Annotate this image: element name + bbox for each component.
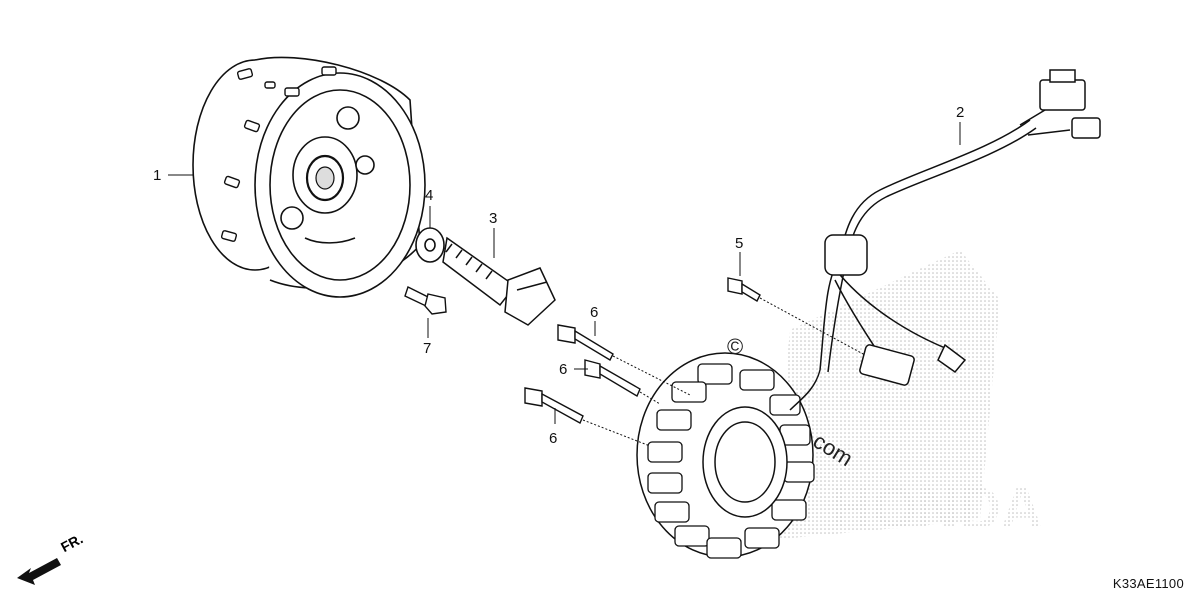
callout-6-upper: 6 bbox=[590, 304, 599, 321]
flywheel-bolt bbox=[442, 236, 556, 326]
callout-3: 3 bbox=[489, 210, 498, 227]
small-bolt bbox=[404, 286, 447, 315]
callout-2: 2 bbox=[956, 104, 965, 121]
callout-4: 4 bbox=[425, 187, 434, 204]
callout-6-middle: 6 bbox=[559, 361, 568, 378]
callout-7: 7 bbox=[423, 340, 432, 357]
stator-bolt-upper bbox=[557, 324, 614, 361]
flywheel-rotor bbox=[192, 56, 426, 298]
svg-text:HONDA: HONDA bbox=[830, 476, 1043, 541]
callout-1: 1 bbox=[153, 167, 162, 184]
stator-assembly bbox=[636, 352, 815, 559]
stator-bolt-middle bbox=[584, 359, 641, 398]
callout-6-lower: 6 bbox=[549, 430, 558, 447]
background-logo-stipple: HONDA bbox=[770, 250, 1043, 541]
watermark-copyright: © bbox=[727, 334, 744, 359]
front-direction-marker: FR. bbox=[15, 530, 105, 588]
front-arrow-icon bbox=[17, 558, 61, 585]
stator-bolt-lower bbox=[524, 387, 584, 424]
leader-lines bbox=[168, 122, 961, 447]
wire-harness bbox=[789, 69, 1101, 411]
clamp-bolt bbox=[727, 277, 761, 302]
callout-5: 5 bbox=[735, 235, 744, 252]
washer bbox=[415, 227, 445, 263]
diagram-code: K33AE1100 bbox=[1112, 576, 1184, 591]
